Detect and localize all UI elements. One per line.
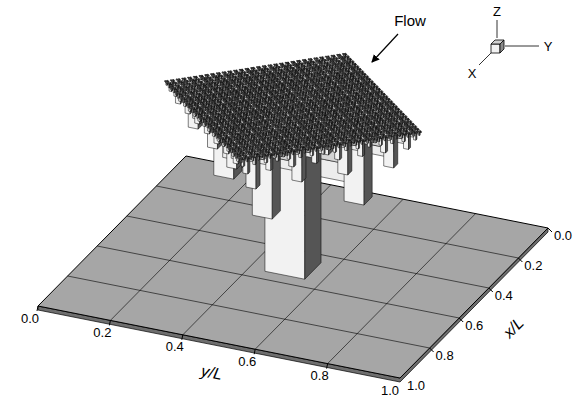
tick-label: 0.2	[524, 259, 542, 272]
axis-title: x/L	[501, 315, 527, 341]
axis-label: X	[468, 67, 477, 80]
tick-label: 0.2	[93, 326, 111, 339]
fractal-tree	[165, 53, 422, 279]
axis-label: Z	[493, 5, 501, 18]
tick-label: 0.0	[21, 312, 39, 325]
flow-label: Flow	[394, 13, 426, 28]
tick-label: 0.8	[436, 349, 454, 362]
tick-label: 0.4	[495, 289, 513, 302]
tick-label: 0.8	[311, 369, 329, 382]
tick-label: 1.0	[407, 379, 425, 392]
tick-label: 0.4	[166, 340, 184, 353]
tick-label: 0.6	[238, 355, 256, 368]
axis-title: y/L	[200, 363, 224, 383]
tick-label: 1.0	[381, 384, 399, 397]
tick-label: 0.6	[465, 319, 483, 332]
tick-label: 0.0	[554, 229, 572, 242]
axis-triad	[479, 20, 539, 65]
flow-arrow	[372, 34, 398, 62]
axis-label: Y	[544, 40, 553, 53]
